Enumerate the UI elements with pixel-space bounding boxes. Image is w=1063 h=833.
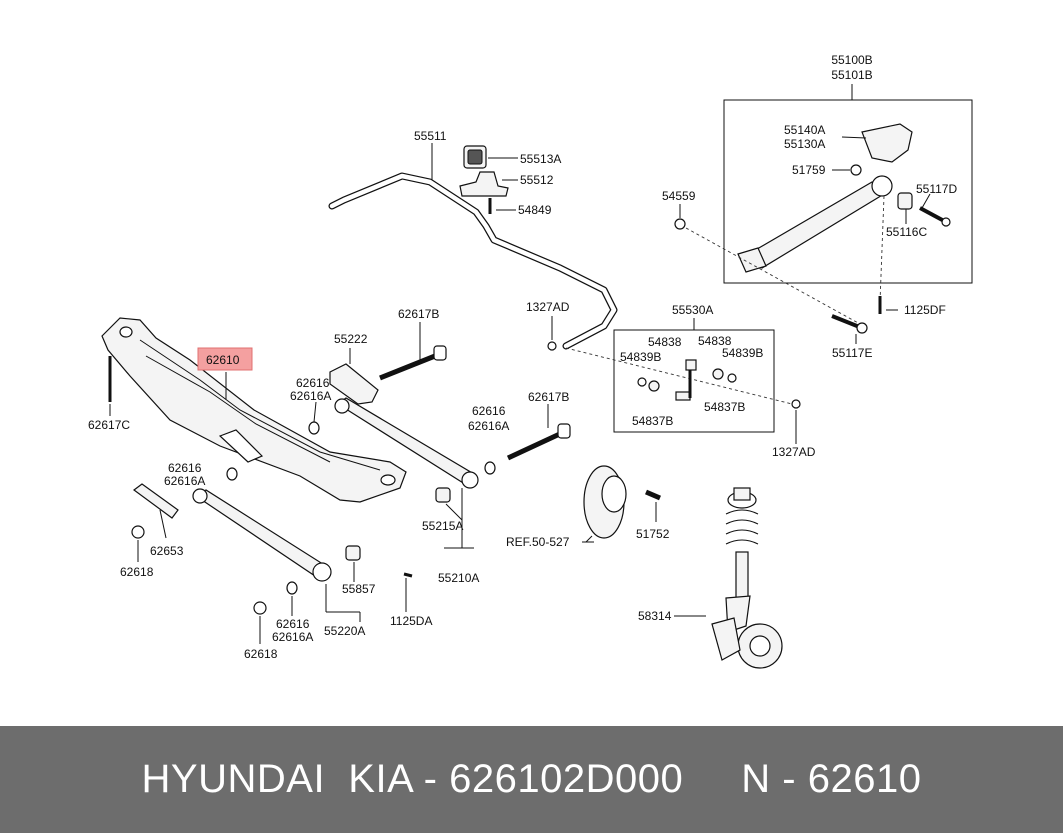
label-62618-bottom: 62618 (244, 647, 278, 661)
label-62616-a: 62616 (296, 376, 330, 390)
bolt-55117E (831, 314, 868, 344)
label-51759: 51759 (792, 163, 826, 177)
label-62617C: 62617C (88, 418, 130, 432)
trailing-arm-assembly (723, 84, 973, 303)
label-54838-right: 54838 (698, 334, 732, 348)
label-55215A: 55215A (422, 519, 463, 533)
label-62616A-d: 62616A (272, 630, 313, 644)
label-54837B-right: 54837B (704, 400, 745, 414)
label-ref-50-527: REF.50-527 (506, 535, 570, 549)
label-54839B-left: 54839B (620, 350, 661, 364)
label-62610: 62610 (206, 353, 240, 367)
label-62617B-top: 62617B (398, 307, 439, 321)
nut-54559 (674, 204, 861, 325)
callout-labels: 55100B 55101B 55140A 55130A 51759 55117D… (88, 53, 957, 661)
label-62616A-a: 62616A (290, 389, 331, 403)
footer-part-number: HYUNDAI KIA - 626102D000 N - 62610 (141, 757, 922, 801)
strut-assembly (674, 487, 783, 669)
label-55130A: 55130A (784, 137, 825, 151)
label-62618-left: 62618 (120, 565, 154, 579)
label-55116C: 55116C (886, 225, 927, 239)
label-62616A-b: 62616A (468, 419, 509, 433)
label-58314: 58314 (638, 609, 672, 623)
label-54838-left: 54838 (648, 335, 682, 349)
label-1327AD-top: 1327AD (526, 300, 570, 314)
label-55857: 55857 (342, 582, 376, 596)
label-51752: 51752 (636, 527, 670, 541)
label-54839B-right: 54839B (722, 346, 763, 360)
label-62653: 62653 (150, 544, 184, 558)
label-62617B-mid: 62617B (528, 390, 569, 404)
stabilizer-bar (328, 143, 618, 351)
label-1125DF: 1125DF (904, 303, 946, 317)
label-55117E: 55117E (832, 346, 872, 360)
label-62616-b: 62616 (472, 404, 506, 418)
label-1327AD-bottom: 1327AD (772, 445, 816, 459)
bolt-1125DF (878, 296, 898, 314)
label-62616A-c: 62616A (164, 474, 205, 488)
wheel-hub (582, 465, 661, 543)
lower-links (131, 322, 571, 644)
label-55222: 55222 (334, 332, 368, 346)
label-55117D: 55117D (916, 182, 957, 196)
stabilizer-link-assembly (565, 318, 801, 444)
label-55511: 55511 (414, 129, 447, 143)
label-55513A: 55513A (520, 152, 561, 166)
label-55140A: 55140A (784, 123, 825, 137)
label-55210A: 55210A (438, 571, 479, 585)
label-54837B-left: 54837B (632, 414, 673, 428)
crossmember-62610 (101, 317, 407, 503)
label-54849: 54849 (518, 203, 552, 217)
label-62616-d: 62616 (276, 617, 310, 631)
label-55530A: 55530A (672, 303, 713, 317)
label-62616-c: 62616 (168, 461, 202, 475)
label-55220A: 55220A (324, 624, 365, 638)
label-55512: 55512 (520, 173, 554, 187)
label-1125DA: 1125DA (390, 614, 432, 628)
footer-bar: HYUNDAI KIA - 626102D000 N - 62610 (0, 726, 1063, 833)
parts-diagram: 55100B 55101B 55140A 55130A 51759 55117D… (88, 53, 973, 669)
label-55100B: 55100B (831, 53, 872, 67)
highlight-box (197, 347, 253, 371)
label-55101B: 55101B (831, 68, 872, 82)
label-54559: 54559 (662, 189, 696, 203)
